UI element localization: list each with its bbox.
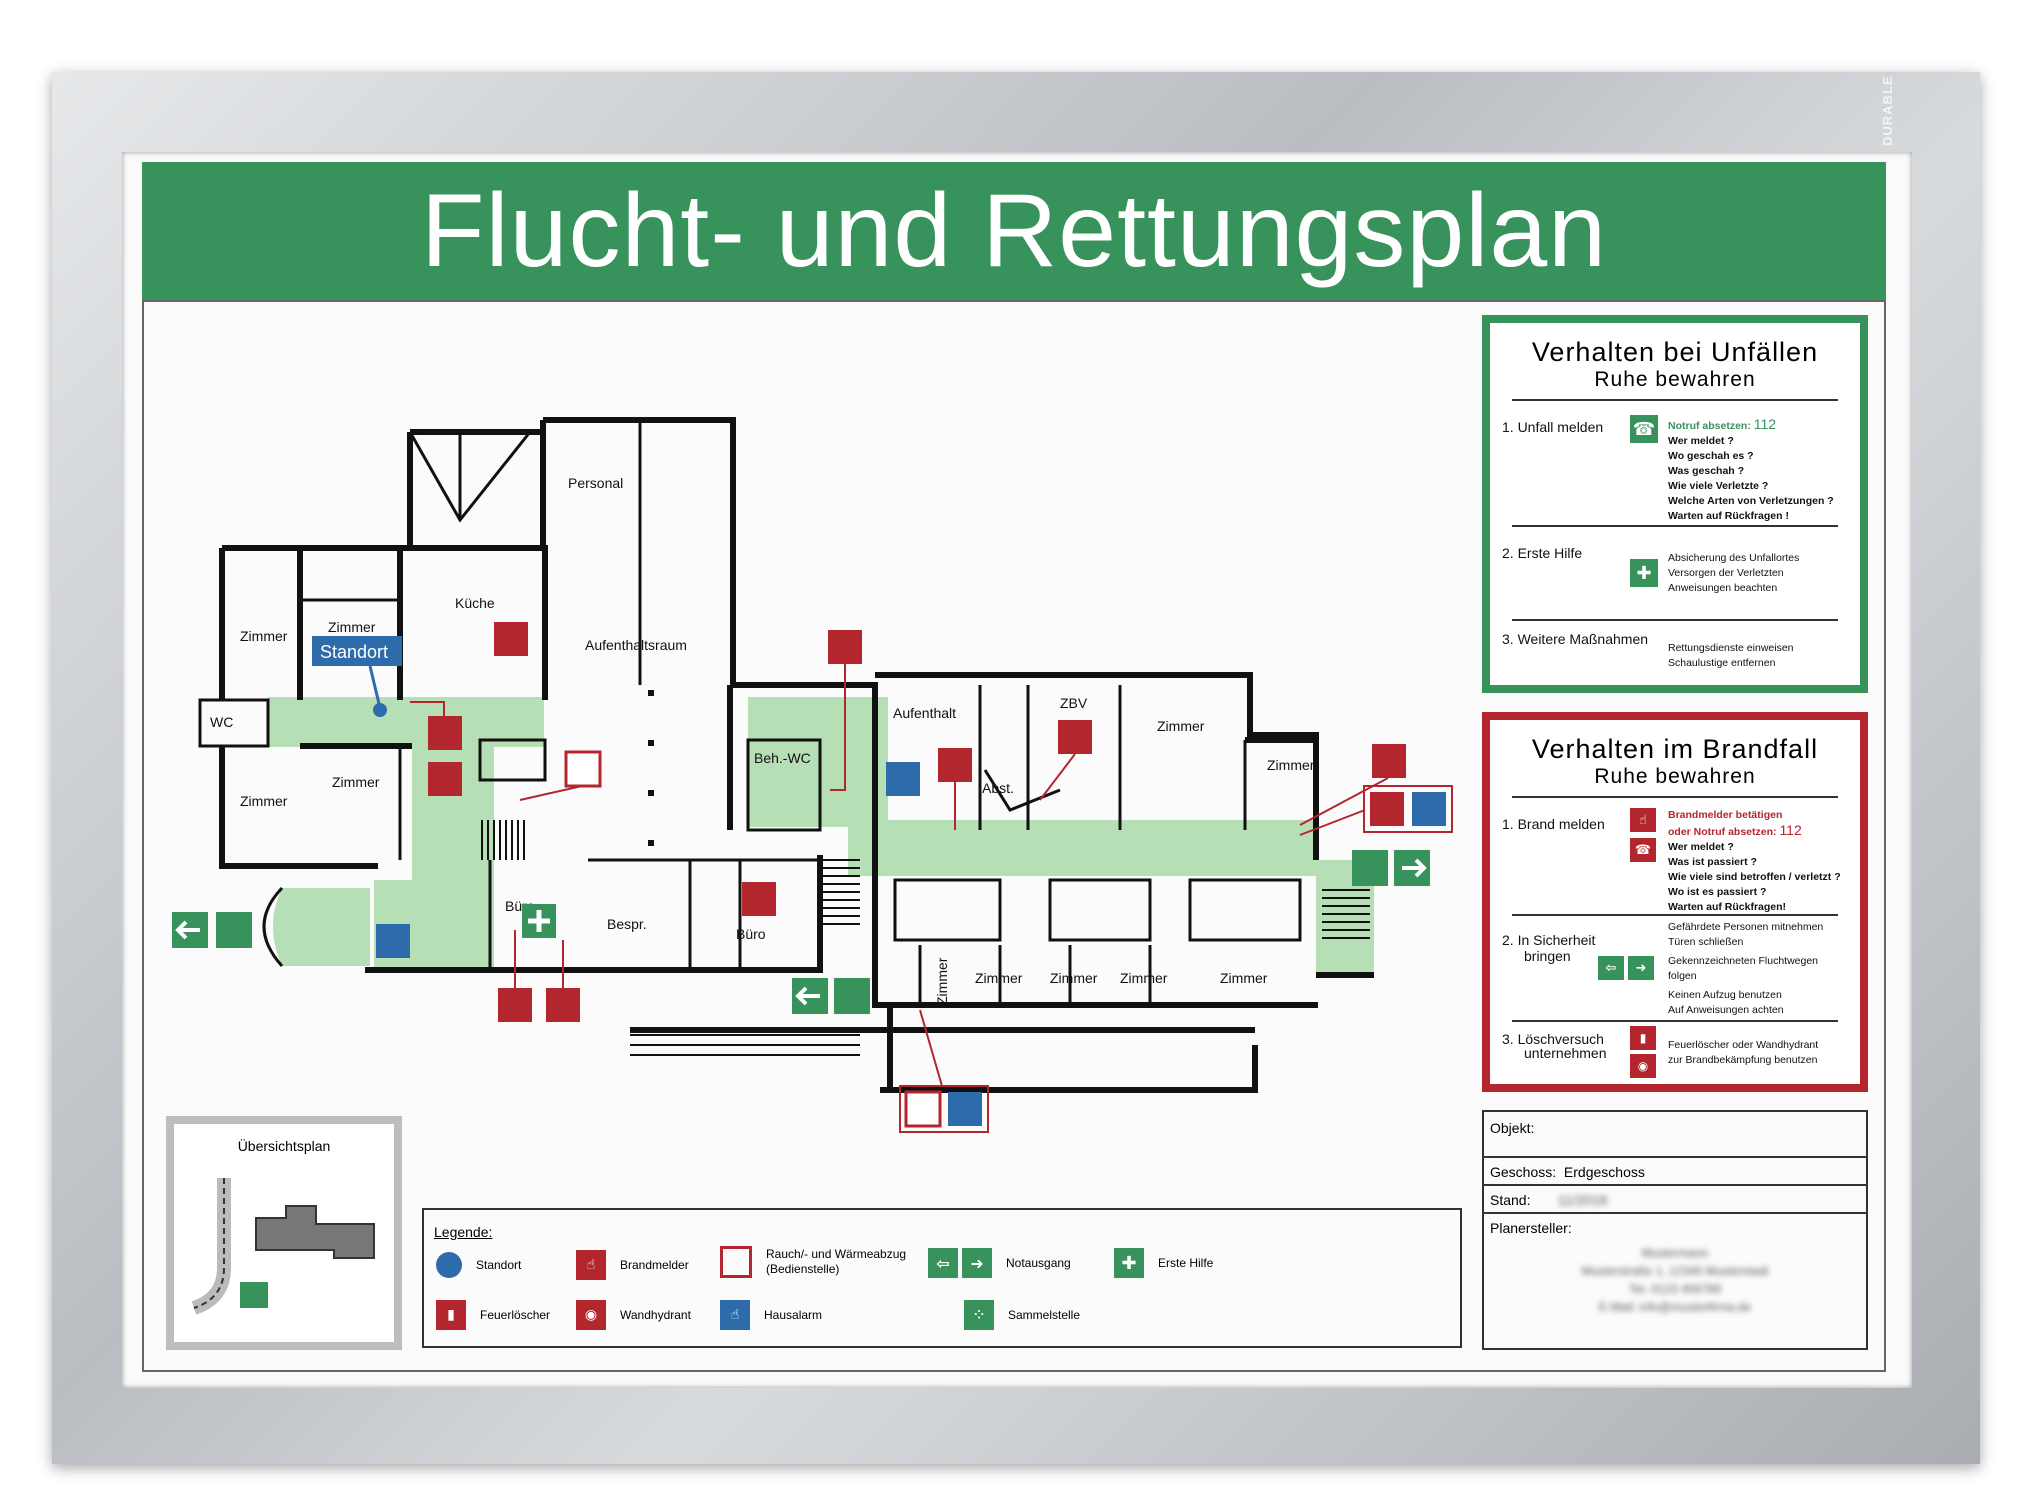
- standort-marker: Standort: [312, 636, 402, 717]
- legend-wandhydrant: ◉ Wandhydrant: [576, 1300, 691, 1330]
- walls: [219, 417, 1374, 1093]
- plan-info-box: Objekt: Geschoss: Erdgeschoss Stand: 11/…: [1482, 1110, 1868, 1350]
- accident-step1: 1. Unfall melden: [1502, 419, 1604, 435]
- divider: [1512, 619, 1838, 621]
- first-aid-icon: ✚: [1114, 1248, 1144, 1278]
- phone-icon: ☎: [1630, 415, 1658, 443]
- plan-border: [142, 300, 1886, 1372]
- room-aufenthaltsraum: Aufenthaltsraum: [585, 637, 687, 653]
- room-aufenthalt: Aufenthalt: [893, 705, 956, 721]
- room-zimmer-1: Zimmer: [240, 628, 288, 644]
- extinguisher-icon: ▮: [1630, 1026, 1656, 1050]
- accident-step3: 3. Weitere Maßnahmen: [1502, 631, 1649, 647]
- room-zimmer-5: Zimmer: [1157, 718, 1205, 734]
- room-labels: Personal Küche Aufenthaltsraum Zimmer Zi…: [210, 475, 1315, 1005]
- fire-phone-icon: ☎: [1630, 838, 1656, 862]
- standort-label: Standort: [320, 642, 388, 662]
- house-alarm-icon: ☝: [720, 1300, 750, 1330]
- info-contact: Mustermann Musterstraße 1, 12345 Musters…: [1581, 1246, 1769, 1314]
- legend-erste-hilfe: ✚ Erste Hilfe: [1114, 1248, 1213, 1278]
- room-zimmer-11: Zimmer: [934, 957, 950, 1005]
- room-wc: WC: [210, 714, 233, 730]
- room-zimmer-6: Zimmer: [1267, 757, 1315, 773]
- assembly-point-icon: ⁘: [964, 1300, 994, 1330]
- overview-plan: Übersichtsplan: [166, 1116, 402, 1350]
- room-personal: Personal: [568, 475, 623, 491]
- room-zbv: ZBV: [1060, 695, 1088, 711]
- fire-panel: Verhalten im Brandfall Ruhe bewahren 1. …: [1482, 712, 1868, 1092]
- room-bespr: Bespr.: [607, 916, 647, 932]
- accident-step1-lines: Notruf absetzen: 112 Wer meldet ? Wo ges…: [1668, 416, 1834, 523]
- room-zimmer-4: Zimmer: [332, 774, 380, 790]
- hydrant-icon: ◉: [576, 1300, 606, 1330]
- info-stand: Stand: 11/2018: [1484, 1186, 1866, 1214]
- divider: [1512, 399, 1838, 401]
- escape-icon: ⇦: [1598, 956, 1624, 980]
- hydrant-icon: ◉: [1630, 1054, 1656, 1078]
- fire-step2-lines: Gefährdete Personen mitnehmen Türen schl…: [1668, 921, 1824, 1016]
- legend-title: Legende:: [434, 1224, 493, 1240]
- fire-subtitle: Ruhe bewahren: [1594, 765, 1756, 788]
- divider: [1512, 1020, 1838, 1022]
- legend-notausgang: ⇦ ➜ Notausgang: [928, 1248, 1071, 1278]
- legend-rauch: Rauch/- und Wärmeabzug (Bedienstelle): [720, 1246, 906, 1278]
- arrow-right-icon: ➜: [962, 1248, 992, 1278]
- room-beh-wc: Beh.-WC: [754, 750, 811, 766]
- room-zimmer-3: Zimmer: [240, 793, 288, 809]
- info-objekt: Objekt:: [1484, 1112, 1866, 1158]
- fire-step2: 2. In Sicherheit bringen: [1502, 932, 1596, 964]
- info-geschoss: Geschoss: Erdgeschoss: [1484, 1158, 1866, 1186]
- divider: [1512, 914, 1838, 916]
- fire-alarm-icon: ☝: [576, 1250, 606, 1280]
- fire-title: Verhalten im Brandfall: [1531, 734, 1819, 764]
- extinguisher-icon: ▮: [436, 1300, 466, 1330]
- stairs: [481, 820, 1370, 1056]
- fire-step3-lines: Feuerlöscher oder Wandhydrant zur Brandb…: [1668, 1039, 1819, 1066]
- legend-hausalarm: ☝ Hausalarm: [720, 1300, 822, 1330]
- leader-lines: [410, 664, 1389, 1087]
- overview-map: [191, 1178, 375, 1315]
- room-zimmer-8: Zimmer: [1050, 970, 1098, 986]
- map-dots: [648, 690, 654, 846]
- room-kueche: Küche: [455, 595, 495, 611]
- legend-feuerloescher: ▮ Feuerlöscher: [436, 1300, 550, 1330]
- legend-brandmelder: ☝ Brandmelder: [576, 1250, 689, 1280]
- accident-step2-lines: Absicherung des Unfallortes Versorgen de…: [1668, 552, 1800, 594]
- smoke-vent-icon: [720, 1246, 752, 1278]
- fire-step1-lines: Brandmelder betätigen oder Notruf absetz…: [1668, 809, 1841, 913]
- accident-step2: 2. Erste Hilfe: [1502, 545, 1583, 561]
- page-title: Flucht- und Rettungsplan: [142, 162, 1886, 300]
- first-aid-icon: ✚: [1630, 559, 1658, 587]
- legend-sammelstelle: ⁘ Sammelstelle: [964, 1300, 1080, 1330]
- divider: [1512, 525, 1838, 527]
- accident-title: Verhalten bei Unfällen: [1531, 337, 1819, 367]
- room-buero-2: Büro: [736, 926, 766, 942]
- room-zimmer-9: Zimmer: [1120, 970, 1168, 986]
- accident-subtitle: Ruhe bewahren: [1594, 368, 1756, 391]
- info-planersteller: Planersteller:: [1490, 1220, 1572, 1236]
- exit-signs: [172, 850, 1430, 1014]
- arrow-right-icon: ➜: [1628, 956, 1654, 980]
- exit-icon: ⇦: [928, 1248, 958, 1278]
- room-zimmer-2: Zimmer: [328, 619, 376, 635]
- fire-step1: 1. Brand melden: [1502, 816, 1605, 832]
- divider: [1512, 796, 1838, 798]
- standort-icon: [436, 1252, 462, 1278]
- room-abst: Abst.: [982, 780, 1014, 796]
- accident-panel: Verhalten bei Unfällen Ruhe bewahren 1. …: [1482, 315, 1868, 693]
- legend: Legende: Standort ☝ Brandmelder Rauch/- …: [422, 1208, 1462, 1348]
- notruf-line: Notruf absetzen: 112: [1668, 416, 1777, 433]
- fire-step3: 3. Löschversuch unternehmen: [1502, 1031, 1607, 1061]
- fire-equipment: [376, 622, 1453, 1133]
- room-zimmer-10: Zimmer: [1220, 970, 1268, 986]
- fire-alarm-icon: ☝: [1630, 808, 1656, 832]
- inner-walls: [198, 420, 1302, 1005]
- room-zimmer-7: Zimmer: [975, 970, 1023, 986]
- legend-standort: Standort: [436, 1252, 521, 1278]
- overview-title: Übersichtsplan: [237, 1138, 331, 1154]
- accident-step3-lines: Rettungsdienste einweisen Schaulustige e…: [1668, 642, 1794, 669]
